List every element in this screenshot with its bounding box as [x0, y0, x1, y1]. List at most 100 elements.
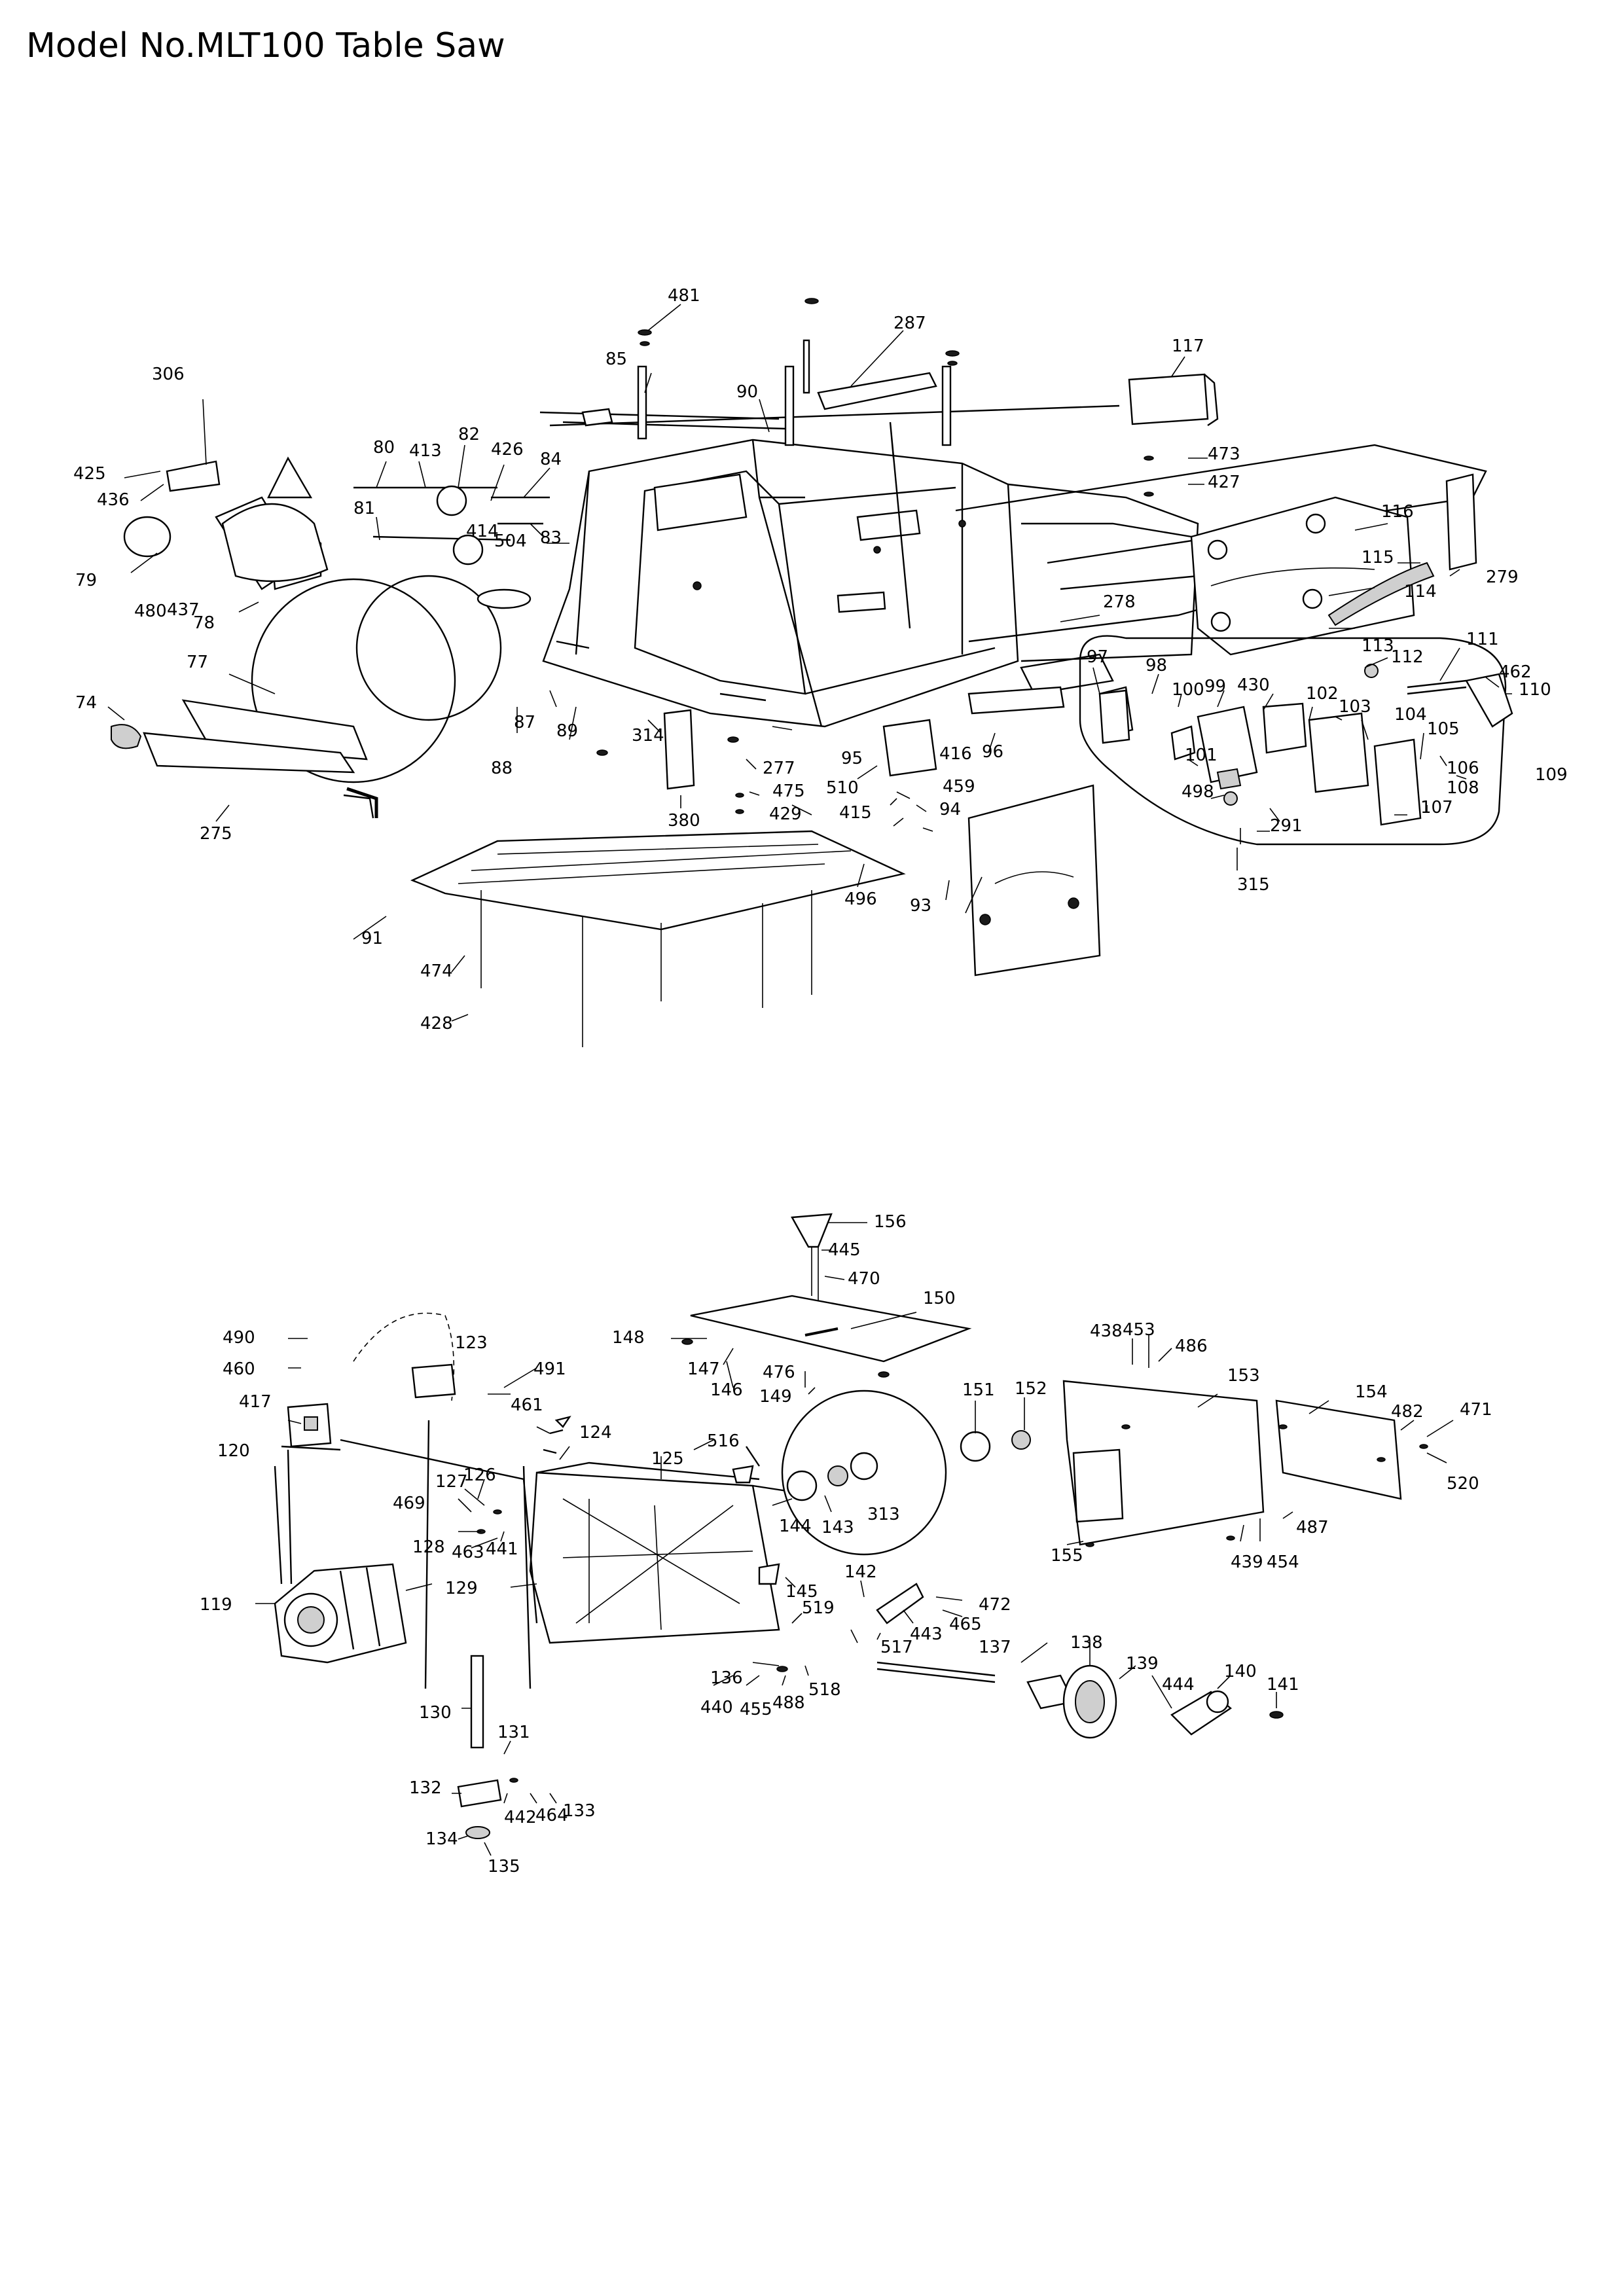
label-151: 151 — [962, 1380, 995, 1400]
label-498: 498 — [1182, 782, 1214, 802]
label-491: 491 — [533, 1359, 566, 1379]
label-481: 481 — [668, 286, 700, 306]
label-140: 140 — [1224, 1662, 1257, 1681]
label-287: 287 — [893, 314, 926, 333]
label-113: 113 — [1362, 636, 1394, 656]
label-148: 148 — [612, 1328, 645, 1348]
blade-guard-assembly — [111, 456, 502, 819]
label-128: 128 — [412, 1537, 445, 1557]
label-153: 153 — [1227, 1366, 1260, 1386]
label-510: 510 — [826, 778, 859, 798]
label-80: 80 — [373, 438, 395, 457]
label-135: 135 — [488, 1857, 520, 1876]
label-496: 496 — [844, 889, 877, 909]
arm-142 — [876, 1583, 924, 1624]
label-130: 130 — [419, 1703, 452, 1723]
shaft-and-handwheel — [876, 1661, 1284, 1739]
label-470: 470 — [848, 1269, 880, 1289]
label-516: 516 — [707, 1431, 740, 1451]
motor-119 — [274, 1449, 407, 1664]
label-471: 471 — [1460, 1400, 1492, 1420]
bevel-scale-plate — [1190, 496, 1435, 656]
label-89: 89 — [556, 721, 578, 741]
label-117: 117 — [1172, 336, 1204, 356]
top-rods — [539, 339, 952, 629]
throat-plate-150 — [690, 1295, 972, 1363]
label-110: 110 — [1519, 680, 1551, 700]
label-100: 100 — [1172, 680, 1204, 700]
label-520: 520 — [1447, 1474, 1479, 1494]
label-107: 107 — [1420, 798, 1453, 817]
label-315: 315 — [1237, 875, 1270, 895]
label-94: 94 — [939, 800, 961, 819]
label-518: 518 — [808, 1680, 841, 1700]
label-137: 137 — [979, 1638, 1011, 1657]
label-112: 112 — [1391, 647, 1424, 667]
label-74: 74 — [75, 693, 97, 713]
label-463: 463 — [452, 1543, 484, 1562]
label-426: 426 — [491, 440, 524, 459]
label-444: 444 — [1162, 1675, 1195, 1695]
trunnion-frame-125 — [529, 1462, 780, 1644]
label-109: 109 — [1535, 765, 1568, 785]
label-436: 436 — [97, 490, 130, 510]
rip-fence-lock-assembly — [1079, 635, 1507, 846]
bracket-120 — [281, 1403, 341, 1451]
label-96: 96 — [982, 742, 1003, 762]
label-101: 101 — [1185, 745, 1218, 765]
small-hardware — [477, 1338, 1428, 1783]
label-428: 428 — [420, 1014, 453, 1033]
label-98: 98 — [1146, 656, 1167, 675]
scale-strip-96 — [967, 686, 1065, 715]
lower-assembly: 156 445 470 150 148 438 453 486 490 123 … — [200, 1212, 1492, 1876]
label-plate-154 — [1275, 1399, 1402, 1500]
support-rails — [340, 1420, 839, 1689]
label-154: 154 — [1355, 1382, 1388, 1402]
label-103: 103 — [1339, 697, 1371, 717]
label-134: 134 — [425, 1829, 458, 1849]
label-131: 131 — [497, 1723, 530, 1742]
label-108: 108 — [1447, 778, 1479, 798]
label-454: 454 — [1267, 1552, 1299, 1572]
scale-strip-98 — [1098, 689, 1130, 744]
label-77: 77 — [187, 653, 208, 672]
front-panel-93 — [967, 784, 1101, 977]
bracket-95 — [882, 719, 937, 777]
label-429: 429 — [769, 804, 802, 824]
label-116: 116 — [1381, 502, 1414, 522]
label-476: 476 — [763, 1363, 795, 1382]
label-490: 490 — [223, 1328, 255, 1348]
mounting-lines — [480, 890, 812, 1047]
label-105: 105 — [1427, 719, 1460, 739]
label-111: 111 — [1466, 630, 1499, 649]
label-91: 91 — [361, 929, 383, 948]
label-133: 133 — [563, 1801, 596, 1821]
label-145: 145 — [785, 1582, 818, 1602]
label-155: 155 — [1051, 1546, 1083, 1566]
label-119: 119 — [200, 1595, 232, 1615]
label-126: 126 — [463, 1465, 496, 1485]
label-83: 83 — [540, 528, 562, 548]
label-517: 517 — [880, 1638, 913, 1657]
saw-blade-144 — [781, 1390, 947, 1556]
label-97: 97 — [1087, 647, 1108, 667]
label-504: 504 — [494, 531, 527, 551]
label-81: 81 — [353, 499, 375, 518]
label-487: 487 — [1296, 1518, 1329, 1537]
label-439: 439 — [1231, 1552, 1263, 1572]
label-90: 90 — [736, 382, 758, 402]
label-443: 443 — [910, 1624, 943, 1644]
label-129: 129 — [445, 1579, 478, 1598]
label-279: 279 — [1486, 567, 1519, 587]
label-123: 123 — [455, 1333, 488, 1353]
label-430: 430 — [1237, 675, 1270, 695]
label-413: 413 — [409, 441, 442, 461]
label-84: 84 — [540, 450, 562, 469]
label-132: 132 — [409, 1778, 442, 1798]
label-474: 474 — [420, 961, 453, 981]
bracket-156 — [791, 1213, 833, 1248]
label-150: 150 — [923, 1289, 956, 1308]
label-475: 475 — [772, 781, 805, 801]
label-519: 519 — [802, 1598, 835, 1618]
